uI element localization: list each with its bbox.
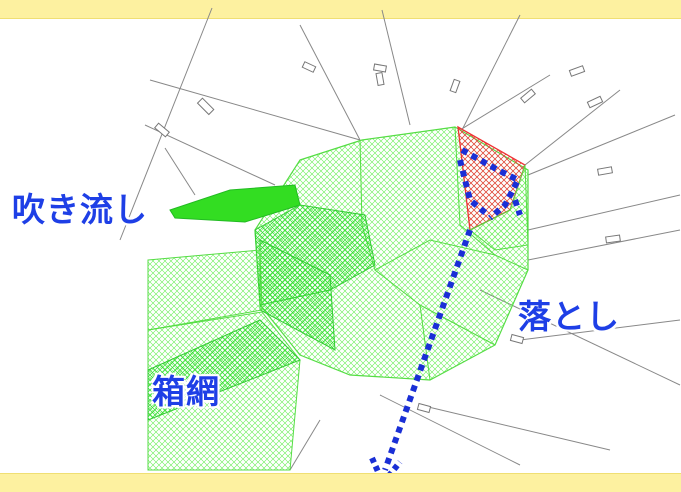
streamer-net	[169, 184, 376, 351]
label-hako-ami: 箱網	[152, 372, 220, 411]
bottom-banner	[0, 473, 681, 492]
top-banner	[0, 0, 681, 19]
box-net	[147, 249, 301, 471]
mooring-ropes	[119, 7, 681, 471]
label-otoshi: 落とし	[518, 297, 620, 336]
label-fukinagashi: 吹き流し	[12, 190, 148, 229]
buoys	[154, 61, 621, 414]
